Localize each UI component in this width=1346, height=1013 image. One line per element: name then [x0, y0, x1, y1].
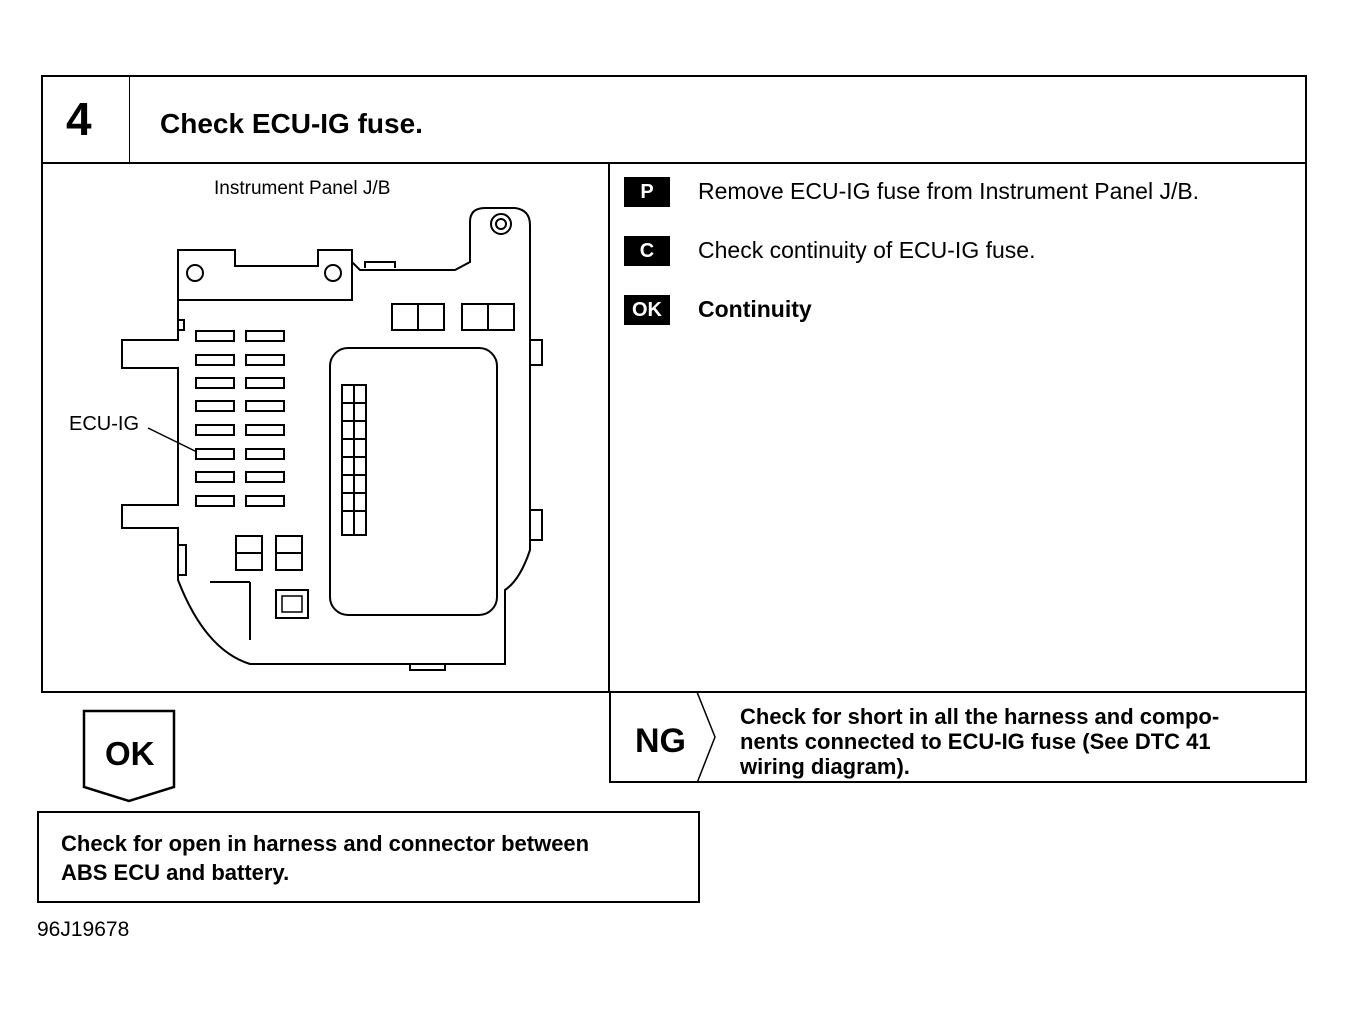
- ecu-ig-leader-line: [147, 427, 198, 453]
- figure-code: 96J19678: [37, 918, 130, 941]
- ok-instruction: Check for open in harness and connector …: [61, 829, 681, 887]
- junction-block-diagram: [121, 207, 543, 671]
- ok-down-arrow: [82, 709, 176, 803]
- mounting-hole-right: [324, 264, 342, 282]
- column-divider: [608, 163, 610, 693]
- ng-line: nents connected to ECU-IG fuse (See DTC …: [740, 729, 1211, 754]
- fuse-grid: [195, 330, 285, 507]
- step-number: 4: [66, 93, 92, 145]
- badge-ok: OK: [624, 295, 670, 325]
- mounting-hole-left: [186, 264, 204, 282]
- ok-label: OK: [105, 735, 155, 772]
- instruction-check: Check continuity of ECU-IG fuse.: [698, 237, 1036, 263]
- ok-line: Check for open in harness and connector …: [61, 831, 590, 856]
- header-divider: [129, 75, 130, 163]
- instruction-prepare: Remove ECU-IG fuse from Instrument Panel…: [698, 178, 1200, 204]
- mounting-hole-top: [490, 213, 512, 235]
- ecu-ig-fuse: [195, 448, 235, 460]
- instruction-result: Continuity: [698, 296, 812, 322]
- mounting-tab: [177, 249, 353, 300]
- ok-line: ABS ECU and battery.: [61, 860, 290, 885]
- ng-instruction: Check for short in all the harness and c…: [740, 704, 1300, 779]
- relay-cover: [329, 347, 498, 616]
- step-panel: [41, 75, 1307, 693]
- ng-line: wiring diagram).: [740, 754, 910, 779]
- ng-arrow-divider: [696, 692, 716, 783]
- ng-label: NG: [635, 722, 686, 760]
- ng-branch-box: [609, 692, 1307, 783]
- badge-check: C: [624, 236, 670, 266]
- step-header: [41, 75, 1307, 164]
- ng-line: Check for short in all the harness and c…: [740, 704, 1220, 729]
- ok-result-box: [37, 811, 700, 903]
- badge-prepare: P: [624, 177, 670, 207]
- step-title: Check ECU-IG fuse.: [160, 108, 423, 139]
- ecu-ig-callout-label: ECU-IG: [69, 413, 139, 435]
- junction-block-outline: [121, 207, 531, 665]
- relay-bottom-small: [275, 589, 309, 619]
- figure-title: Instrument Panel J/B: [214, 178, 391, 199]
